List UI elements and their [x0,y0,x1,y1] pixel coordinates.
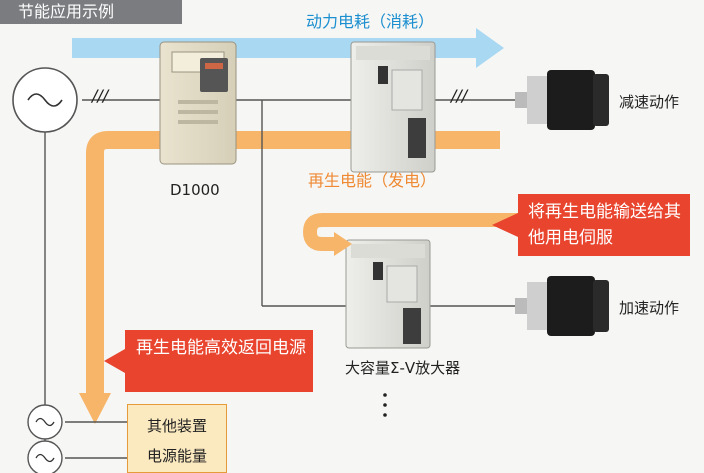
regen-transfer-arrow [302,213,535,256]
other-equipment-line2: 电源能量 [146,447,207,465]
callout-source-text: 再生电能高效返回电源 [136,338,306,358]
amplifier-label: 大容量Σ-V放大器 [345,359,461,377]
power-flow-arrow [72,28,504,68]
servo-motor-1 [515,70,609,130]
other-equipment-line1: 其他装置 [146,417,207,435]
servo-amplifier-2 [345,239,431,349]
wire-marks-2: /// [451,86,468,105]
wire-marks-1: /// [92,86,109,105]
ellipsis-dots [383,393,387,417]
regen-generation-label: 再生电能（发电） [308,171,437,190]
decelerate-label: 减速动作 [619,93,680,111]
d1000-drive [159,41,237,165]
servo-motor-2 [515,276,609,336]
other-equipment-box: 其他装置 电源能量 [127,404,227,473]
callout-box-servo [492,194,690,256]
ac-source-symbol [12,67,78,133]
regen-flow-arrow [79,131,500,424]
power-consumption-label: 动力电耗（消耗） [306,12,435,31]
callout-servo-text: 将再生电能输送给其他用电伺服 [528,202,681,248]
callout-box-source [104,330,313,392]
ac-source-small-1 [27,404,63,440]
accelerate-label: 加速动作 [619,299,680,317]
ac-source-small-2 [27,440,63,473]
wiring [44,99,515,470]
servo-amplifier-1 [350,41,436,173]
drive-model-label: D1000 [170,181,220,199]
header-title: 节能应用示例 [0,0,182,24]
